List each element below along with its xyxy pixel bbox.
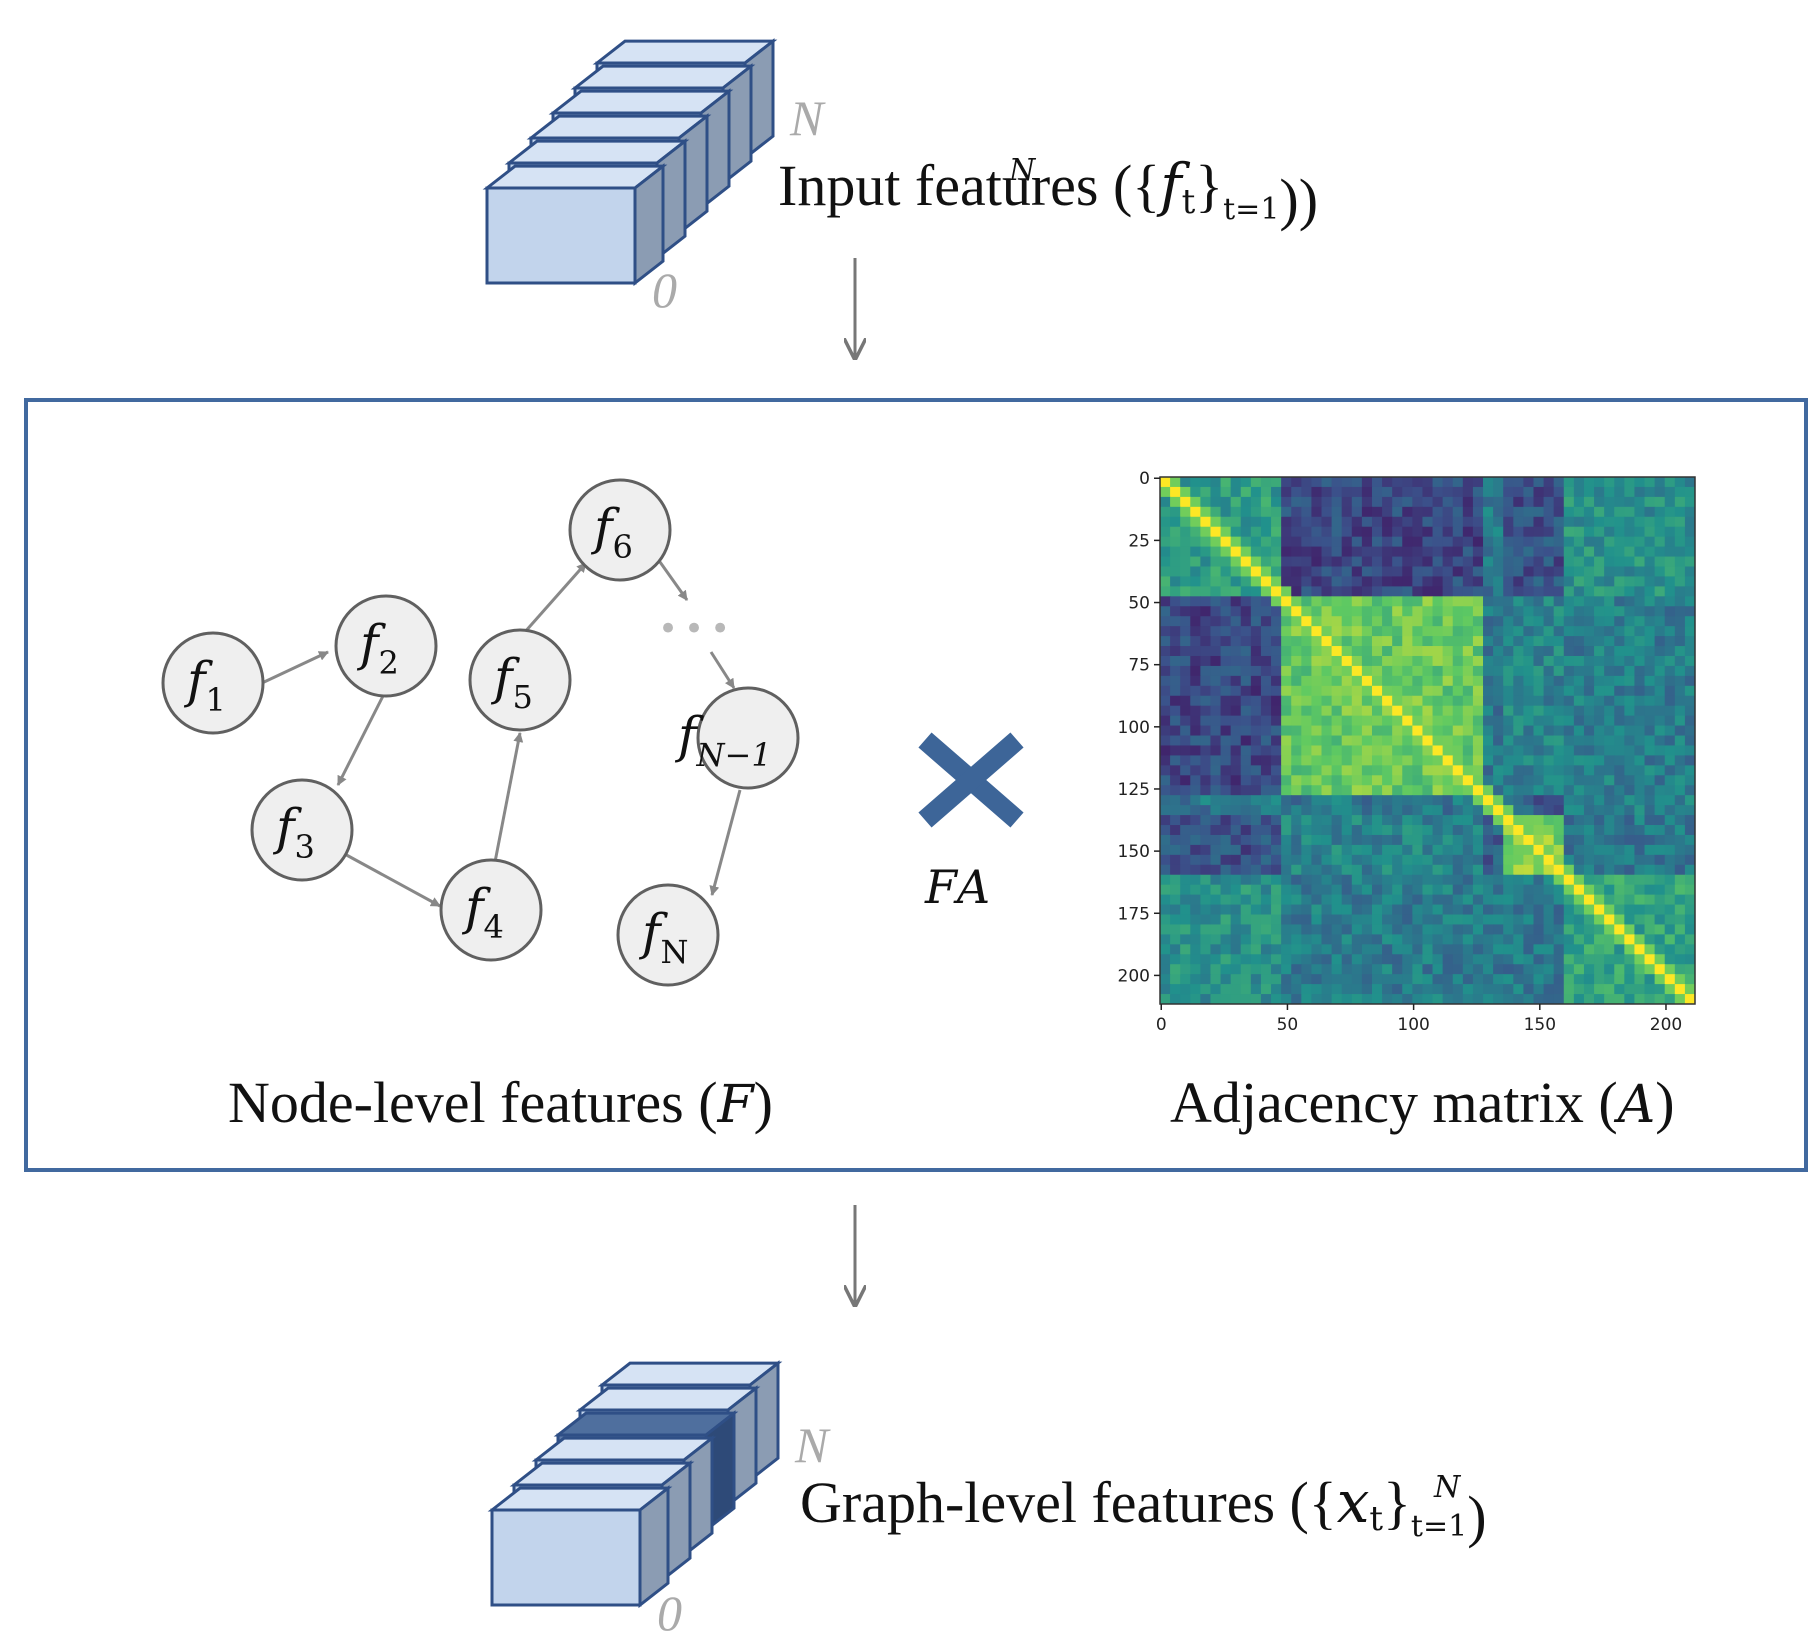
node-level-caption: Node-level features (F) — [228, 1070, 773, 1135]
graph-features-range-top: N — [1433, 1470, 1462, 1505]
y-tick-label: 50 — [1128, 594, 1150, 614]
y-tick-label: 200 — [1118, 966, 1150, 986]
edge-f6-ellipsis — [658, 561, 689, 601]
graph-features-range-bottom: t=1 — [1411, 1509, 1467, 1544]
graph-edges — [261, 561, 742, 908]
input-features-caption: Input features ({ft}t=1)) N — [778, 151, 1318, 232]
y-tick-label: 75 — [1128, 656, 1150, 676]
input-features-label: Input features — [778, 153, 1098, 218]
node-label: f2 — [356, 614, 399, 682]
top-stack-index-end: N — [789, 90, 826, 146]
y-tick-label: 0 — [1139, 469, 1150, 489]
ellipsis-dots: ••• — [658, 609, 736, 649]
graph-node: fN−1 — [674, 686, 800, 790]
svg-text:Adjacency matrix (A): Adjacency matrix (A) — [1170, 1070, 1675, 1135]
adjacency-label: Adjacency matrix — [1170, 1070, 1584, 1135]
node-level-symbol: F — [717, 1075, 756, 1135]
edge-f5-f6 — [522, 562, 588, 634]
edge-fN1-fN — [709, 789, 742, 896]
graph-node: f3 — [250, 778, 354, 882]
node-label: fN — [638, 903, 689, 971]
operator-label: FA — [924, 860, 994, 914]
edge-f3-f4 — [340, 850, 441, 908]
top-stack-index-start: 0 — [652, 262, 677, 318]
y-tick-label: 175 — [1118, 904, 1150, 924]
graph-node: fN — [616, 883, 720, 987]
bottom-stack-index-end: N — [794, 1417, 831, 1473]
y-tick-label: 150 — [1118, 842, 1150, 862]
node-level-label: Node-level features — [228, 1070, 684, 1135]
input-features-subscript: t — [1182, 182, 1196, 222]
edge-ellipsis-fN1 — [709, 651, 736, 689]
bottom-stack-index-start: 0 — [657, 1585, 682, 1641]
svg-text:Node-level features (F): Node-level features (F) — [228, 1070, 773, 1135]
graph-node: f2 — [334, 594, 438, 698]
graph-feature-stack — [487, 1360, 783, 1609]
heatmap-axes: 0 25 50 75 100 125 150 175 200 0 50 100 150 200 — [1118, 469, 1683, 1035]
edge-f1-f2 — [261, 650, 329, 685]
edge-f2-f3 — [336, 695, 385, 786]
graph-node: f4 — [439, 858, 543, 962]
x-tick-label: 0 — [1156, 1015, 1167, 1035]
input-features-range-top: N — [1008, 153, 1037, 188]
multiply-icon — [918, 732, 1024, 828]
x-tick-label: 200 — [1650, 1015, 1682, 1035]
svg-text:Input features ({ft}t=1)): Input features ({ft}t=1)) — [778, 151, 1318, 232]
graph-features-subscript: t — [1369, 1499, 1383, 1539]
svg-text:Graph-level features ({xt}t=1): Graph-level features ({xt}t=1) — [800, 1468, 1487, 1549]
feature-block — [482, 163, 668, 287]
x-tick-label: 50 — [1277, 1015, 1299, 1035]
adjacency-symbol: A — [1614, 1075, 1656, 1135]
graph-node: f6 — [568, 478, 672, 582]
x-tick-label: 100 — [1397, 1015, 1429, 1035]
graph-node: f5 — [468, 628, 572, 732]
y-tick-label: 25 — [1128, 531, 1150, 551]
input-features-range-bottom: t=1 — [1223, 192, 1279, 227]
graph-node: f1 — [161, 631, 265, 735]
adjacency-caption: Adjacency matrix (A) — [1170, 1070, 1675, 1135]
edge-f4-f5 — [493, 732, 524, 863]
graph-features-label: Graph-level features — [800, 1470, 1275, 1535]
graph-features-caption: Graph-level features ({xt}t=1) N — [800, 1468, 1487, 1549]
y-tick-label: 125 — [1118, 780, 1150, 800]
heatmap-border — [1159, 476, 1696, 1005]
adjacency-heatmap — [1160, 477, 1695, 1004]
graph-features-symbol: x — [1337, 1468, 1370, 1536]
feature-block — [487, 1485, 673, 1609]
input-feature-stack — [482, 38, 778, 287]
x-tick-label: 150 — [1524, 1015, 1556, 1035]
y-tick-label: 100 — [1118, 718, 1150, 738]
